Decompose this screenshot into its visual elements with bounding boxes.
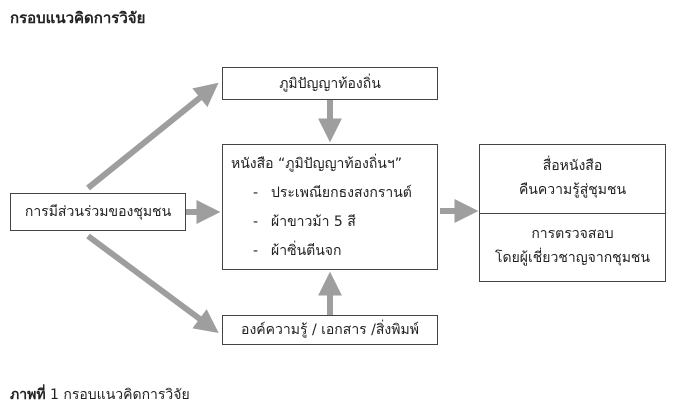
output-review-section: การตรวจสอบ โดยผู้เชี่ยวชาญจากชุมชน bbox=[480, 214, 665, 282]
participation-box: การมีส่วนร่วมของชุมชน bbox=[10, 193, 186, 231]
caption-number: 1 bbox=[50, 387, 59, 403]
caption-label: ภาพที่ bbox=[10, 387, 46, 403]
output-review-line: โดยผู้เชี่ยวชาญจากชุมชน bbox=[494, 250, 650, 267]
output-box: สื่อหนังสือ คืนความรู้สู่ชุมชน การตรวจสอ… bbox=[479, 144, 666, 282]
book-item-list: -ประเพณียกธงสงกรานต์ -ผ้าขาวม้า 5 สี -ผ้… bbox=[231, 182, 429, 262]
output-media-line: สื่อหนังสือ bbox=[542, 157, 603, 174]
knowledge-sources-label: องค์ความรู้ / เอกสาร /สิ่งพิมพ์ bbox=[241, 322, 419, 338]
figure-caption: ภาพที่ 1 กรอบแนวคิดการวิจัย bbox=[10, 384, 190, 406]
arrow-participation-to-wisdom bbox=[86, 82, 219, 191]
book-title: หนังสือ “ภูมิปัญญาท้องถิ่นฯ” bbox=[231, 156, 402, 172]
output-media-line: คืนความรู้สู่ชุมชน bbox=[518, 181, 627, 198]
output-review-line: การตรวจสอบ bbox=[531, 226, 614, 243]
output-media-section: สื่อหนังสือ คืนความรู้สู่ชุมชน bbox=[480, 145, 665, 214]
diagram-title: กรอบแนวคิดการวิจัย bbox=[10, 9, 146, 27]
knowledge-sources-box: องค์ความรู้ / เอกสาร /สิ่งพิมพ์ bbox=[222, 315, 438, 345]
book-item: -ประเพณียกธงสงกรานต์ bbox=[253, 185, 412, 201]
book-box: หนังสือ “ภูมิปัญญาท้องถิ่นฯ” -ประเพณียกธ… bbox=[222, 144, 438, 270]
caption-text: กรอบแนวคิดการวิจัย bbox=[63, 387, 190, 403]
book-item: -ผ้าซิ่นตีนจก bbox=[253, 243, 342, 259]
book-item: -ผ้าขาวม้า 5 สี bbox=[253, 214, 356, 230]
local-wisdom-label: ภูมิปัญญาท้องถิ่น bbox=[279, 75, 381, 92]
local-wisdom-box: ภูมิปัญญาท้องถิ่น bbox=[222, 67, 438, 100]
participation-label: การมีส่วนร่วมของชุมชน bbox=[24, 204, 172, 220]
arrow-participation-to-knowledge bbox=[86, 233, 219, 334]
